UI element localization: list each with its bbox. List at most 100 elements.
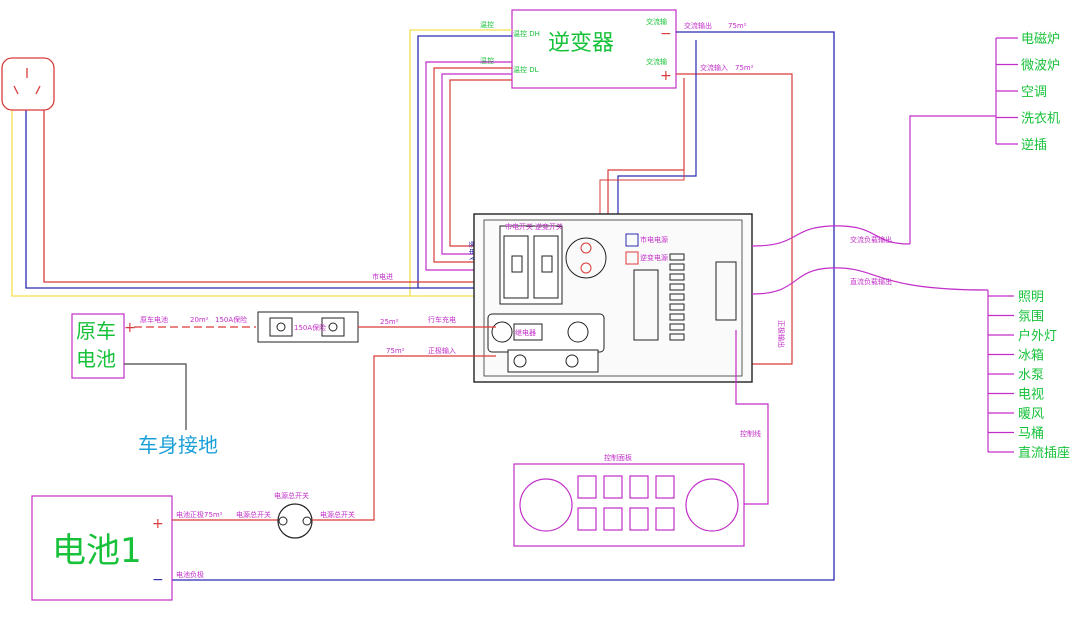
terminal-large-bolt-1 [580, 242, 592, 254]
ac-load-item-2: 空调 [1021, 85, 1047, 100]
car-battery-line2: 电池 [76, 347, 116, 371]
ac-in-wire-size: 75m² [735, 64, 754, 72]
inverter-pin-2: 温控 DL [513, 65, 539, 74]
dc-out-label: 正极输出 [777, 320, 786, 348]
fuse-holder [257, 311, 359, 343]
side-module [715, 261, 737, 321]
ac-load-item-0: 电磁炉 [1021, 32, 1060, 47]
dc-load-item-0: 照明 [1018, 290, 1044, 305]
relay-terminal-right [567, 321, 589, 343]
dc-load-item-4: 水泵 [1018, 368, 1044, 383]
ac-load-item-3: 洗衣机 [1021, 111, 1060, 127]
dc-load-item-6: 暖风 [1018, 407, 1044, 422]
outlet-pin-left [13, 85, 19, 95]
inverter-ac-out-pin: 交流输 [646, 17, 667, 26]
relay-terminal-left [491, 321, 513, 343]
dc-load-item-3: 冰箱 [1018, 348, 1044, 364]
breaker-2-label: 逆变开关 [535, 222, 563, 231]
inverter-ac-in-pin: 交流输 [646, 57, 667, 66]
switch-in-label: 电源总开关 [236, 510, 271, 519]
ac-output-cable [751, 225, 911, 247]
small-label-a: 温控 [480, 20, 494, 29]
car-battery-box [71, 313, 125, 379]
busbar-bolt-right [565, 354, 579, 368]
battery-positive-label: 电池正极75m² [176, 510, 223, 519]
ac-output-label: 交流负载输出 [850, 235, 892, 244]
terminal-large [565, 237, 607, 279]
relay-label-box [513, 323, 543, 341]
busbar-bolt-left [513, 354, 527, 368]
wire-mains-red [43, 110, 474, 283]
dc-output-cable [751, 267, 989, 295]
fuse-right-terminal [321, 317, 345, 337]
heatsink [669, 253, 685, 341]
wire-magenta-signal-2 [441, 73, 512, 255]
breaker-1 [503, 235, 529, 299]
ac-out-wire-label: 交流输出 [684, 21, 712, 30]
power-outlet-icon [1, 57, 55, 111]
ac-output-bus [909, 115, 996, 244]
master-switch-terminal-left [278, 516, 288, 526]
terminal-large-bolt-2 [580, 262, 592, 274]
car-battery-wire-size: 20m² [190, 316, 209, 324]
dc-in-label: 正极输入 [428, 346, 456, 355]
relay-label: 继电器 [515, 328, 536, 337]
indicator-2 [625, 251, 639, 265]
ac-in-wire-label: 交流输入 [700, 63, 728, 72]
breaker-2 [533, 235, 559, 299]
master-switch-terminal-right [302, 516, 312, 526]
fuse-bolt-left [276, 322, 286, 332]
master-switch-title: 电源总开关 [274, 491, 309, 500]
control-wire-label: 控制线 [740, 429, 761, 438]
switch-out-label: 电源总开关 [320, 510, 355, 519]
car-battery-wire-label: 原车电池 [140, 315, 168, 324]
wire-magenta-signal-1 [425, 61, 512, 271]
busbar [507, 349, 599, 373]
ground-wire [124, 363, 187, 430]
fuse-label: 150A保险 [215, 315, 247, 324]
control-panel-knob-right[interactable] [685, 478, 739, 532]
battery-1-label: 电池1 [52, 531, 142, 571]
wire-red-signal-2 [449, 79, 512, 247]
pcb-block [633, 269, 659, 341]
breaker-1-toggle [511, 255, 523, 273]
breaker-1-label: 市电开关 [505, 222, 533, 231]
inverter-pin-1: 温控 DH [513, 29, 540, 38]
control-panel-buttons[interactable] [577, 475, 675, 531]
wire-red-ac-in [676, 73, 793, 365]
small-label-b: 温控 [480, 56, 494, 65]
charge-label: 行车充电 [428, 315, 456, 324]
inverter-label: 逆变器 [548, 31, 614, 56]
control-panel-label: 控制面板 [604, 453, 632, 462]
fuse-left-terminal [269, 317, 293, 337]
dc-load-item-8: 直流插座 [1018, 446, 1070, 461]
battery-1-box [31, 495, 173, 601]
dc-load-item-1: 氛围 [1018, 310, 1044, 325]
charge-wire-size: 25m² [380, 318, 399, 326]
outlet-pin-right [35, 85, 41, 95]
relay-body [487, 313, 605, 353]
dc-load-item-7: 马桶 [1018, 427, 1044, 442]
dc-load-item-2: 户外灯 [1018, 328, 1057, 344]
dc-output-label: 直流负载输出 [850, 277, 892, 286]
battery-1-plus: + [152, 516, 164, 532]
wire-blue-negative [172, 31, 835, 581]
ac-out-wire-size: 75m² [728, 22, 747, 30]
dc-in-size: 75m² [386, 347, 405, 355]
inverter-plus: + [660, 68, 672, 84]
switch-label-1: 市电电源 [640, 235, 668, 244]
main-box-inner [483, 219, 743, 377]
breaker-module [499, 225, 563, 305]
wire-blue-signal [25, 35, 512, 289]
fuse-box-label: 150A保险 [294, 323, 326, 332]
control-panel-knob-left[interactable] [519, 478, 573, 532]
wire-red-dc [607, 78, 685, 250]
ac-load-item-1: 微波炉 [1021, 59, 1060, 74]
wire-yellow-signal [11, 29, 512, 297]
master-switch [277, 503, 313, 539]
mains-in-label: 市电进 [372, 272, 393, 281]
ac-load-item-4: 逆插 [1021, 137, 1047, 153]
